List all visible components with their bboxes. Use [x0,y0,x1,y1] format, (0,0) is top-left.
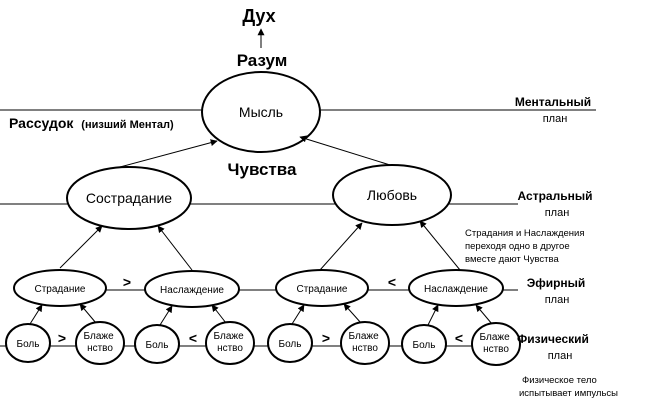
bliss-1-line2: нство [87,343,113,354]
bliss-4-line2: нство [483,344,509,355]
bliss-3-line2: нство [352,343,378,354]
astral-plane-sublabel: план [545,207,570,219]
pain-4-to-pleasure-right-arrow [427,304,439,326]
physical-operator-2: < [189,330,197,346]
pain-3-to-suffering-right-arrow [291,304,305,325]
pain-4-label: Боль [413,340,436,351]
pain-3-node [267,323,313,363]
mental-plane-label: Ментальный [515,95,591,109]
pain-4-node [401,324,447,364]
astral-plane-label: Астральный [518,189,593,203]
physical-plane-sublabel: план [548,350,573,362]
thought-label: Мысль [239,104,283,120]
bliss-2-to-pleasure-left-arrow [211,304,227,324]
bliss-1-node [75,321,125,365]
bliss-2-node [205,321,255,365]
pleasure-left-to-compassion-arrow [157,225,193,271]
astral-note-line1: Страдания и Наслаждения [465,228,585,239]
feelings-label: Чувства [228,160,297,179]
bliss-4-to-pleasure-right-arrow [475,304,493,325]
physical-plane-label: Физический [517,332,589,346]
suffering-left-node [13,269,107,307]
astral-note-line3: вместе дают Чувства [465,254,559,265]
pain-1-node [5,323,51,363]
physical-operator-3: > [322,330,330,346]
pain-3-label: Боль [279,339,302,350]
reason-label: Разум [237,51,288,70]
bliss-2-line1: Блаже [214,331,245,342]
thought-node [201,71,321,153]
bliss-4-label: Блаже нство [480,332,513,355]
suffering-right-node [275,269,369,307]
bliss-1-to-suffering-left-arrow [79,303,97,324]
rassudok-title: Рассудок [9,115,74,131]
pleasure-left-node [144,270,240,308]
bliss-3-label: Блаже нство [349,331,382,354]
pleasure-left-label: Наслаждение [160,285,224,296]
bliss-2-line2: нство [217,343,243,354]
physical-operator-1: > [58,330,66,346]
suffering-left-to-compassion-arrow [59,225,103,269]
pleasure-right-node [408,269,504,307]
love-to-thought-arrow [299,135,391,166]
physical-note-line1: Физическое тело [522,375,597,386]
etheric-right-operator: < [388,274,396,290]
mental-plane-sublabel: план [543,113,568,125]
spirit-label: Дух [242,6,275,26]
bliss-4-line1: Блаже [480,332,511,343]
love-node [332,164,452,226]
bliss-1-line1: Блаже [84,331,115,342]
pain-2-label: Боль [146,340,169,351]
bliss-3-line1: Блаже [349,331,380,342]
bliss-1-label: Блаже нство [84,331,117,354]
suffering-left-label: Страдание [35,284,86,295]
etheric-left-operator: > [123,274,131,290]
pain-2-node [134,324,180,364]
compassion-node [66,166,192,230]
compassion-label: Сострадание [86,190,172,206]
suffering-right-to-love-arrow [319,222,363,271]
pain-1-label: Боль [17,339,40,350]
physical-note-line2: испытывает импульсы [519,388,618,399]
pain-1-to-suffering-left-arrow [29,304,43,325]
etheric-plane-sublabel: план [545,294,570,306]
love-label: Любовь [367,187,417,203]
bliss-4-node [471,322,521,366]
astral-note-line2: переходя одно в другое [465,241,570,252]
physical-operator-4: < [455,330,463,346]
rassudok-label: Рассудок (низший Ментал) [9,115,174,131]
bliss-3-node [340,321,390,365]
compassion-to-thought-arrow [119,139,218,168]
rassudok-note: (низший Ментал) [81,119,174,131]
bliss-3-to-suffering-right-arrow [343,303,362,324]
suffering-right-label: Страдание [297,284,348,295]
pleasure-right-to-love-arrow [419,220,461,271]
etheric-plane-label: Эфирный [527,276,586,290]
pleasure-right-label: Наслаждение [424,284,488,295]
bliss-2-label: Блаже нство [214,331,247,354]
pain-2-to-pleasure-left-arrow [159,305,173,326]
